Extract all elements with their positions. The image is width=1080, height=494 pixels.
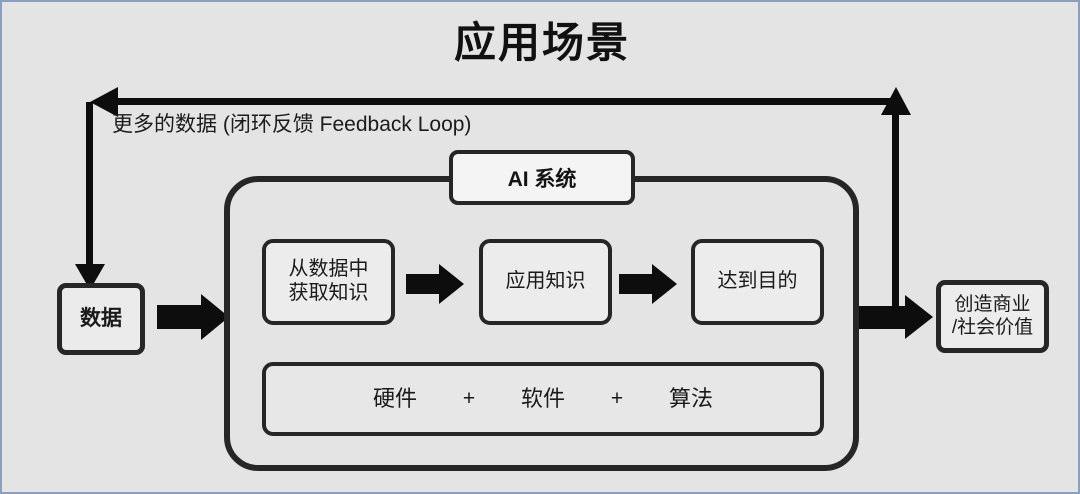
pipeline-step-apply-knowledge: 应用知识 bbox=[479, 239, 612, 325]
foundation-term-hardware: 硬件 bbox=[372, 386, 417, 412]
pipeline-step-acquire-knowledge: 从数据中 获取知识 bbox=[262, 239, 395, 325]
arrow-ai-system-to-value-icon bbox=[859, 295, 933, 339]
arrow-data-to-ai-system-icon bbox=[157, 294, 229, 340]
arrow-step1-to-step2-icon bbox=[406, 264, 464, 304]
node-data: 数据 bbox=[57, 283, 145, 355]
feedback-arrow-up-icon bbox=[881, 87, 911, 115]
node-create-value: 创造商业 /社会价值 bbox=[936, 280, 1049, 353]
arrow-step2-to-step3-icon bbox=[619, 264, 677, 304]
feedback-right-line bbox=[892, 102, 899, 314]
foundation-separator-1: + bbox=[462, 386, 476, 410]
pipeline-step-achieve-goal: 达到目的 bbox=[691, 239, 824, 325]
feedback-arrow-left-icon bbox=[90, 87, 118, 117]
feedback-left-line bbox=[86, 102, 93, 274]
feedback-top-line bbox=[106, 98, 896, 105]
feedback-loop-caption: 更多的数据 (闭环反馈 Feedback Loop) bbox=[112, 113, 472, 136]
ai-system-foundation: 硬件 + 软件 + 算法 bbox=[262, 362, 824, 436]
foundation-term-software: 软件 bbox=[520, 386, 565, 412]
ai-system-label: AI 系统 bbox=[449, 150, 635, 205]
foundation-term-algorithm: 算法 bbox=[669, 386, 714, 412]
page-title: 应用场景 bbox=[453, 19, 630, 66]
foundation-separator-2: + bbox=[610, 386, 624, 410]
